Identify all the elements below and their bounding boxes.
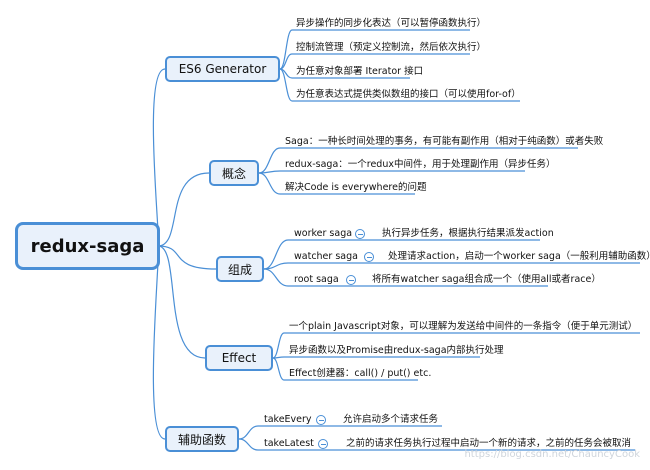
leaf-es6-1: 异步操作的同步化表达（可以暂停函数执行） (296, 18, 487, 29)
leaf-connector (279, 68, 520, 102)
branch-label: Effect (221, 351, 257, 365)
root-branch-connector (152, 245, 166, 440)
leaf-es6-3: 为任意对象部署 Iterator 接口 (296, 66, 424, 77)
leaf-connector (272, 332, 640, 359)
leaf-root-saga: root saga (294, 274, 339, 285)
branch-label: 组成 (227, 262, 252, 277)
leaf-connector (258, 147, 578, 174)
branch-label: 辅助函数 (177, 432, 226, 447)
leaf-watcher-saga: watcher saga (294, 251, 358, 262)
root-branch-connector (157, 172, 210, 247)
branch-composition[interactable]: 组成 (216, 256, 264, 282)
root-branch-connector (152, 68, 166, 247)
leaf-take-every-detail: 允许启动多个请求任务 (343, 414, 439, 425)
collapse-toggle-take-latest[interactable] (318, 439, 328, 449)
root-node[interactable]: redux-saga (15, 222, 160, 270)
leaf-concept-1: Saga：一种长时间处理的事务，有可能有副作用（相对于纯函数）或者失败 (285, 136, 604, 147)
leaf-connector (263, 239, 540, 270)
leaf-es6-4: 为任意表达式提供类似数组的接口（可以使用for-of） (296, 89, 521, 100)
leaf-connector (263, 262, 640, 270)
leaf-connector (258, 172, 415, 195)
leaf-concept-3: 解决Code is everywhere的问题 (285, 182, 427, 193)
branch-label: 概念 (221, 166, 246, 181)
watermark: https://blog.csdn.net/ChauncyCook (464, 449, 640, 460)
collapse-toggle-watcher[interactable] (364, 252, 374, 262)
collapse-toggle-worker[interactable] (355, 229, 365, 239)
leaf-connector (263, 268, 548, 287)
branch-effect[interactable]: Effect (205, 345, 273, 371)
root-label: redux-saga (30, 235, 145, 257)
leaf-concept-2: redux-saga：一个redux中间件，用于处理副作用（异步任务） (285, 159, 556, 170)
leaf-take-every: takeEvery (264, 414, 312, 425)
leaf-effect-1: 一个plain Javascript对象，可以理解为发送给中间件的一条指令（便于… (289, 321, 638, 332)
root-branch-connector (157, 245, 217, 270)
leaf-effect-3: Effect创建器：call() / put() etc. (289, 368, 432, 379)
branch-label: ES6 Generator (178, 62, 267, 76)
collapse-toggle-take-every[interactable] (316, 415, 326, 425)
leaf-root-saga-detail: 将所有watcher saga组合成一个（使用all或者race） (372, 274, 601, 285)
leaf-connector (272, 357, 418, 381)
leaf-effect-2: 异步函数以及Promise由redux-saga内部执行处理 (289, 345, 504, 356)
root-branch-connector (157, 245, 206, 359)
leaf-watcher-saga-detail: 处理请求action，启动一个worker saga（一般利用辅助函数） (388, 251, 650, 262)
leaf-worker-saga-detail: 执行异步任务，根据执行结果派发action (382, 228, 554, 239)
leaf-connector (272, 356, 480, 359)
branch-es6-generator[interactable]: ES6 Generator (165, 56, 280, 82)
leaf-es6-2: 控制流管理（预定义控制流，然后依次执行） (296, 42, 487, 53)
collapse-toggle-root[interactable] (346, 275, 356, 285)
branch-helper-functions[interactable]: 辅助函数 (165, 426, 239, 452)
leaf-take-latest: takeLatest (264, 438, 314, 449)
leaf-take-latest-detail: 之前的请求任务执行过程中启动一个新的请求，之前的任务会被取消 (346, 438, 632, 449)
leaf-worker-saga: worker saga (294, 228, 353, 239)
leaf-connector (279, 29, 470, 70)
leaf-connector (238, 425, 442, 440)
leaf-connector (238, 438, 635, 451)
leaf-connector (258, 170, 525, 174)
branch-concept[interactable]: 概念 (209, 160, 259, 186)
leaf-connector (279, 53, 470, 70)
